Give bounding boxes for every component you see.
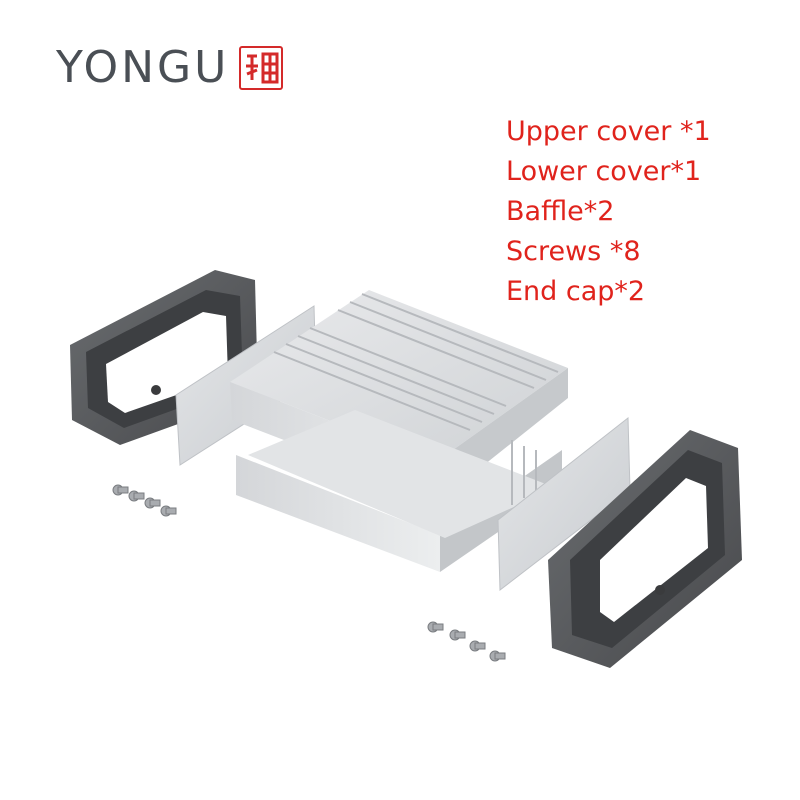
- end-cap-right: [548, 430, 742, 668]
- parts-list: Upper cover *1 Lower cover*1 Baffle*2 Sc…: [506, 112, 711, 312]
- part-upper-cover: Upper cover *1: [506, 116, 711, 147]
- part-lower-cover: Lower cover*1: [506, 156, 702, 187]
- part-baffle: Baffle*2: [506, 196, 615, 227]
- part-end-cap: End cap*2: [506, 276, 646, 307]
- brand-logo: YONGU: [56, 42, 284, 93]
- part-screws: Screws *8: [506, 236, 641, 267]
- lower-cover: [236, 410, 562, 572]
- brand-name: YONGU: [56, 42, 230, 93]
- screws-right: [427, 621, 506, 662]
- screws-left: [112, 484, 177, 517]
- brand-seal-icon: [239, 46, 284, 90]
